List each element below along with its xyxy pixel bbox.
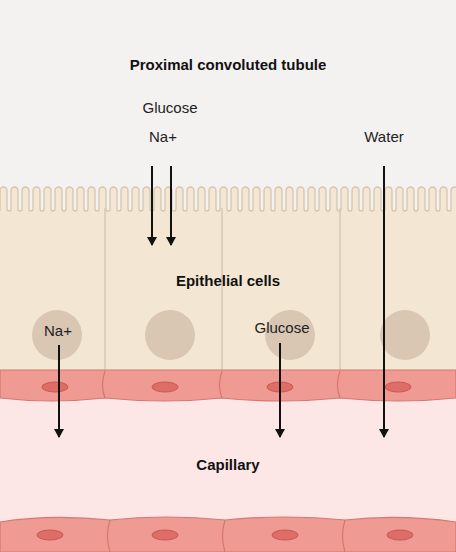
region-title: Epithelial cells bbox=[0, 272, 456, 290]
region-title: Capillary bbox=[0, 456, 456, 474]
region-title: Proximal convoluted tubule bbox=[0, 56, 456, 74]
solute-label: Water bbox=[364, 128, 403, 146]
capillary-lumen: Capillary bbox=[0, 370, 456, 552]
epithelial-layer: Epithelial cells bbox=[0, 185, 456, 372]
solute-label: Na+ bbox=[149, 128, 177, 146]
solute-label: Glucose bbox=[142, 99, 197, 117]
tubule-lumen: Proximal convoluted tubule bbox=[0, 0, 456, 190]
solute-label: Na+ bbox=[44, 322, 72, 340]
solute-label: Glucose bbox=[254, 319, 309, 337]
